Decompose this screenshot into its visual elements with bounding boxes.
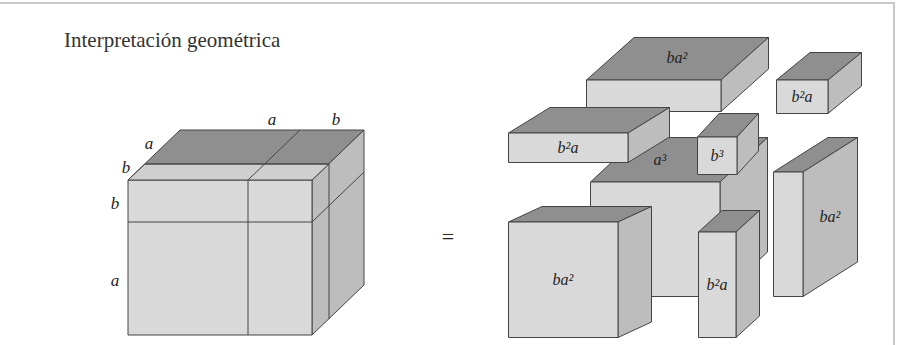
edge-length-label: b — [111, 195, 120, 212]
diagram-title: Interpretación geométrica — [64, 30, 280, 51]
side-face — [736, 211, 760, 338]
piece-label: b²a — [792, 89, 813, 105]
cuboid-shape — [508, 206, 652, 338]
cuboid-piece: b²a — [776, 52, 862, 114]
piece-label: b²a — [707, 277, 728, 293]
cuboid-shape — [698, 210, 760, 338]
side-face — [803, 138, 858, 297]
cuboid-shape — [776, 52, 862, 114]
front-face — [587, 80, 722, 112]
front-face — [774, 172, 804, 297]
piece-label: a³ — [654, 152, 667, 168]
piece-label: ba² — [820, 209, 841, 225]
piece-label: ba² — [667, 50, 688, 66]
cuboid-shape — [586, 37, 769, 112]
equals-sign: = — [442, 226, 454, 248]
edge-length-label: b — [122, 159, 131, 176]
cuboid-piece: b²a — [508, 107, 670, 163]
piece-label: b²a — [558, 140, 579, 156]
cuboid-shape — [773, 137, 858, 297]
side-face — [721, 38, 769, 112]
cuboid-piece: b²a — [698, 210, 760, 338]
side-face — [828, 53, 862, 114]
front-face — [699, 232, 737, 338]
front-face — [509, 133, 629, 163]
cuboid-shape — [508, 107, 670, 163]
whole-cube — [128, 130, 364, 335]
piece-label: ba² — [553, 272, 574, 288]
piece-label: b³ — [711, 148, 724, 164]
cuboid-piece: ba² — [773, 137, 858, 297]
edge-length-label: a — [145, 135, 154, 152]
front-face — [698, 137, 738, 175]
side-face — [618, 207, 652, 338]
cuboid-piece: ba² — [508, 206, 652, 338]
edge-length-label: a — [111, 272, 120, 289]
cuboid-shape — [697, 113, 759, 175]
frame-lines — [0, 3, 895, 345]
front-face — [509, 222, 619, 338]
edge-length-label: b — [332, 111, 341, 128]
edge-length-label: a — [268, 111, 277, 128]
front-face — [777, 80, 829, 114]
cuboid-piece: b³ — [697, 113, 759, 175]
cuboid-piece: ba² — [586, 37, 769, 112]
